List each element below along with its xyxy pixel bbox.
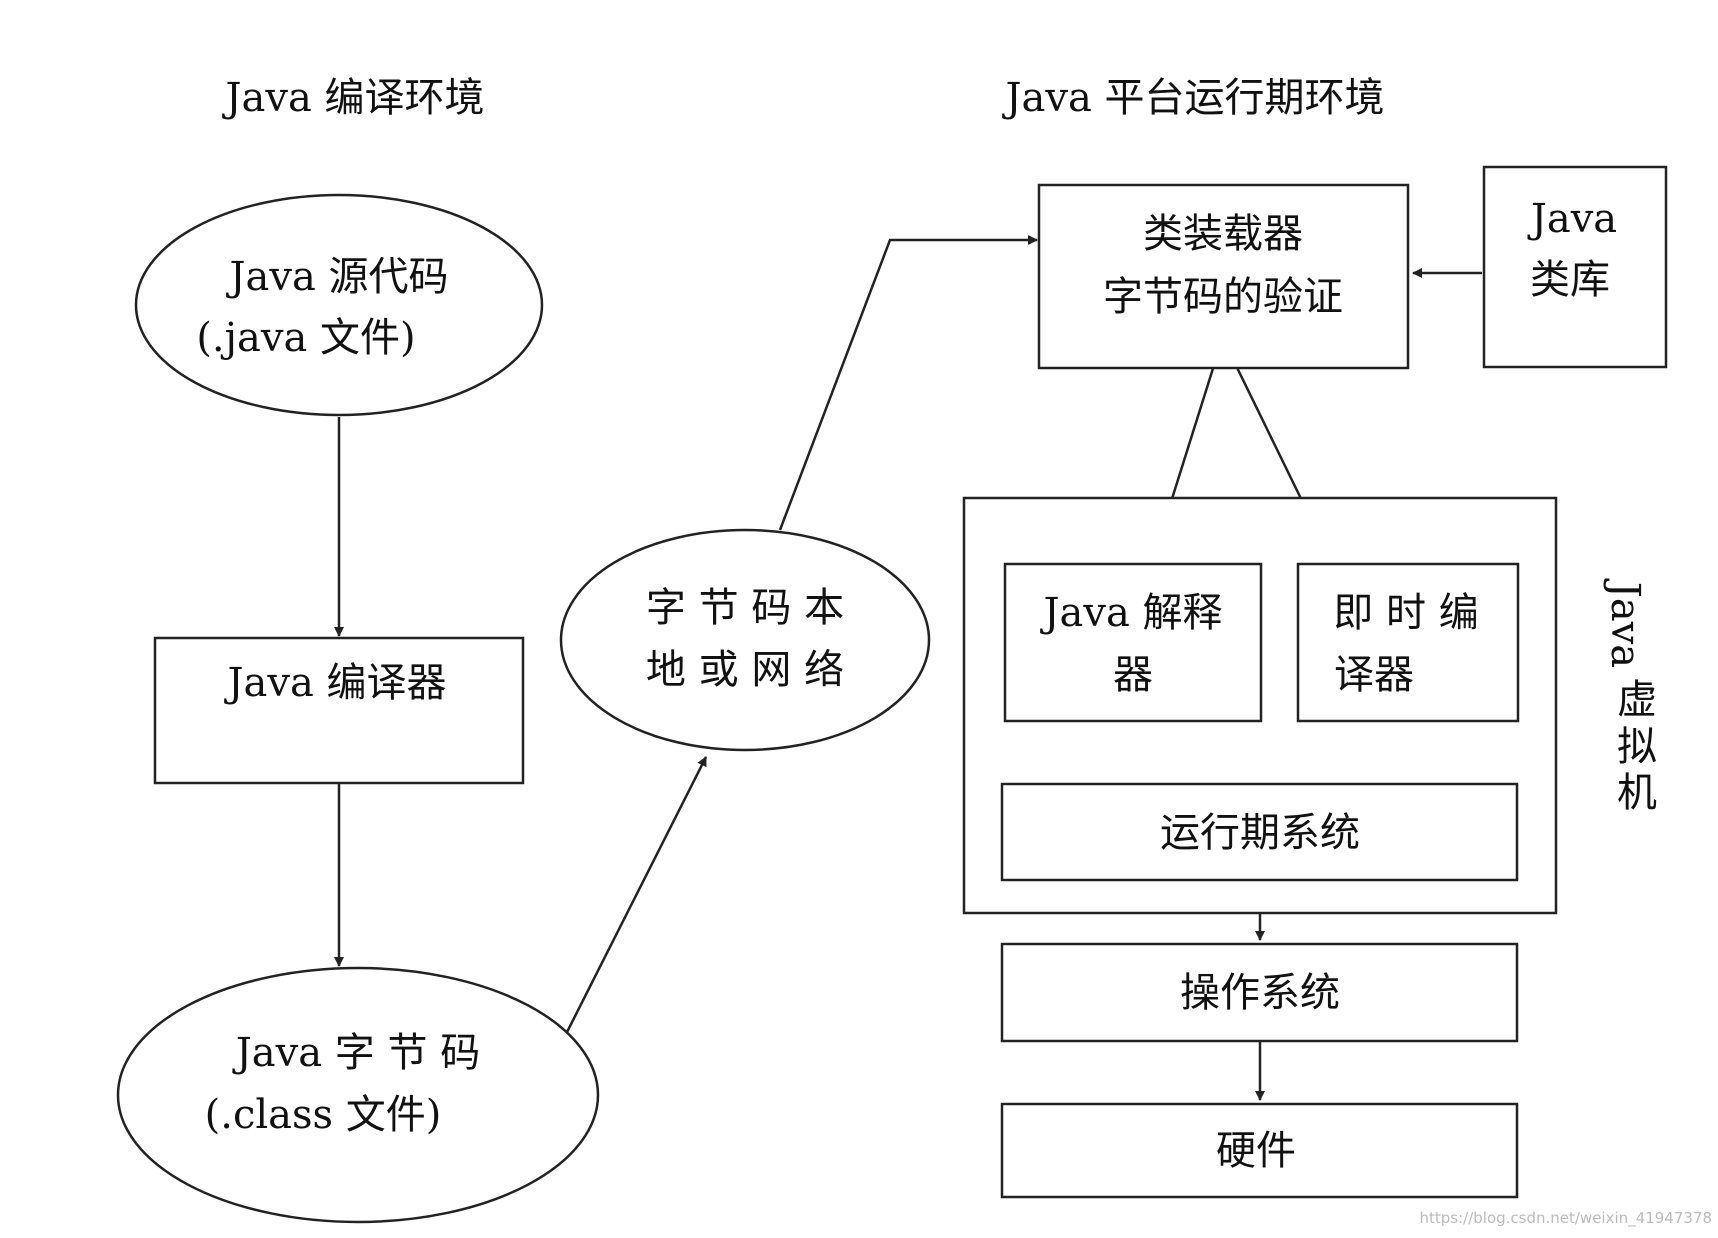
compiler-label: Java 编译器 (223, 660, 446, 706)
heading-compile-environment: Java 编译环境 (221, 75, 484, 121)
interpreter-box (1003, 562, 1263, 723)
source-code-ellipse (134, 193, 544, 417)
jit-compiler-label: 即 时 编 (1333, 590, 1478, 636)
heading-runtime-environment: Java 平台运行期环境 (1001, 75, 1384, 121)
jvm-label-char-2: 拟 (1617, 724, 1657, 770)
bytecode-sublabel: (.class 文件) (205, 1092, 442, 1138)
jvm-label-char-3: 机 (1617, 770, 1657, 816)
classloader-sublabel: 字节码的验证 (1103, 274, 1343, 320)
runtime-system-box (1000, 782, 1519, 882)
local-or-network-label: 字 节 码 本 (646, 585, 844, 631)
source-code-sublabel: (.java 文件) (196, 315, 415, 361)
arrow-bytecode-to-local-net (561, 756, 708, 1041)
runtime-system-label: 运行期系统 (1160, 810, 1360, 856)
jvm-label-java: Java (1602, 578, 1648, 668)
java-library-label: Java (1527, 196, 1617, 242)
java-library-sublabel: 类库 (1530, 257, 1610, 303)
java-library-box (1482, 165, 1668, 369)
jvm-label-char-1: 虚 (1617, 677, 1657, 723)
hardware-label: 硬件 (1216, 1128, 1296, 1174)
jit-compiler-sublabel: 译器 (1334, 652, 1414, 698)
os-box (1000, 942, 1519, 1043)
arrow-local-net-to-classloader (778, 235, 1038, 531)
classloader-label: 类装载器 (1143, 211, 1303, 257)
hardware-box (1000, 1102, 1519, 1199)
connectors (334, 235, 1482, 1101)
interpreter-sublabel: 器 (1113, 652, 1153, 698)
classloader-box (1037, 183, 1410, 370)
bytecode-ellipse (116, 966, 600, 1224)
os-label: 操作系统 (1180, 970, 1340, 1016)
bytecode-label: Java 字 节 码 (232, 1030, 480, 1076)
jit-compiler-box (1296, 562, 1520, 723)
source-code-label: Java 源代码 (225, 254, 448, 300)
watermark: https://blog.csdn.net/weixin_41947378 (1419, 1209, 1712, 1228)
compiler-box (153, 636, 525, 785)
local-or-network-ellipse (559, 528, 931, 752)
local-or-network-sublabel: 地 或 网 络 (646, 647, 844, 693)
interpreter-label: Java 解释 (1039, 590, 1222, 636)
